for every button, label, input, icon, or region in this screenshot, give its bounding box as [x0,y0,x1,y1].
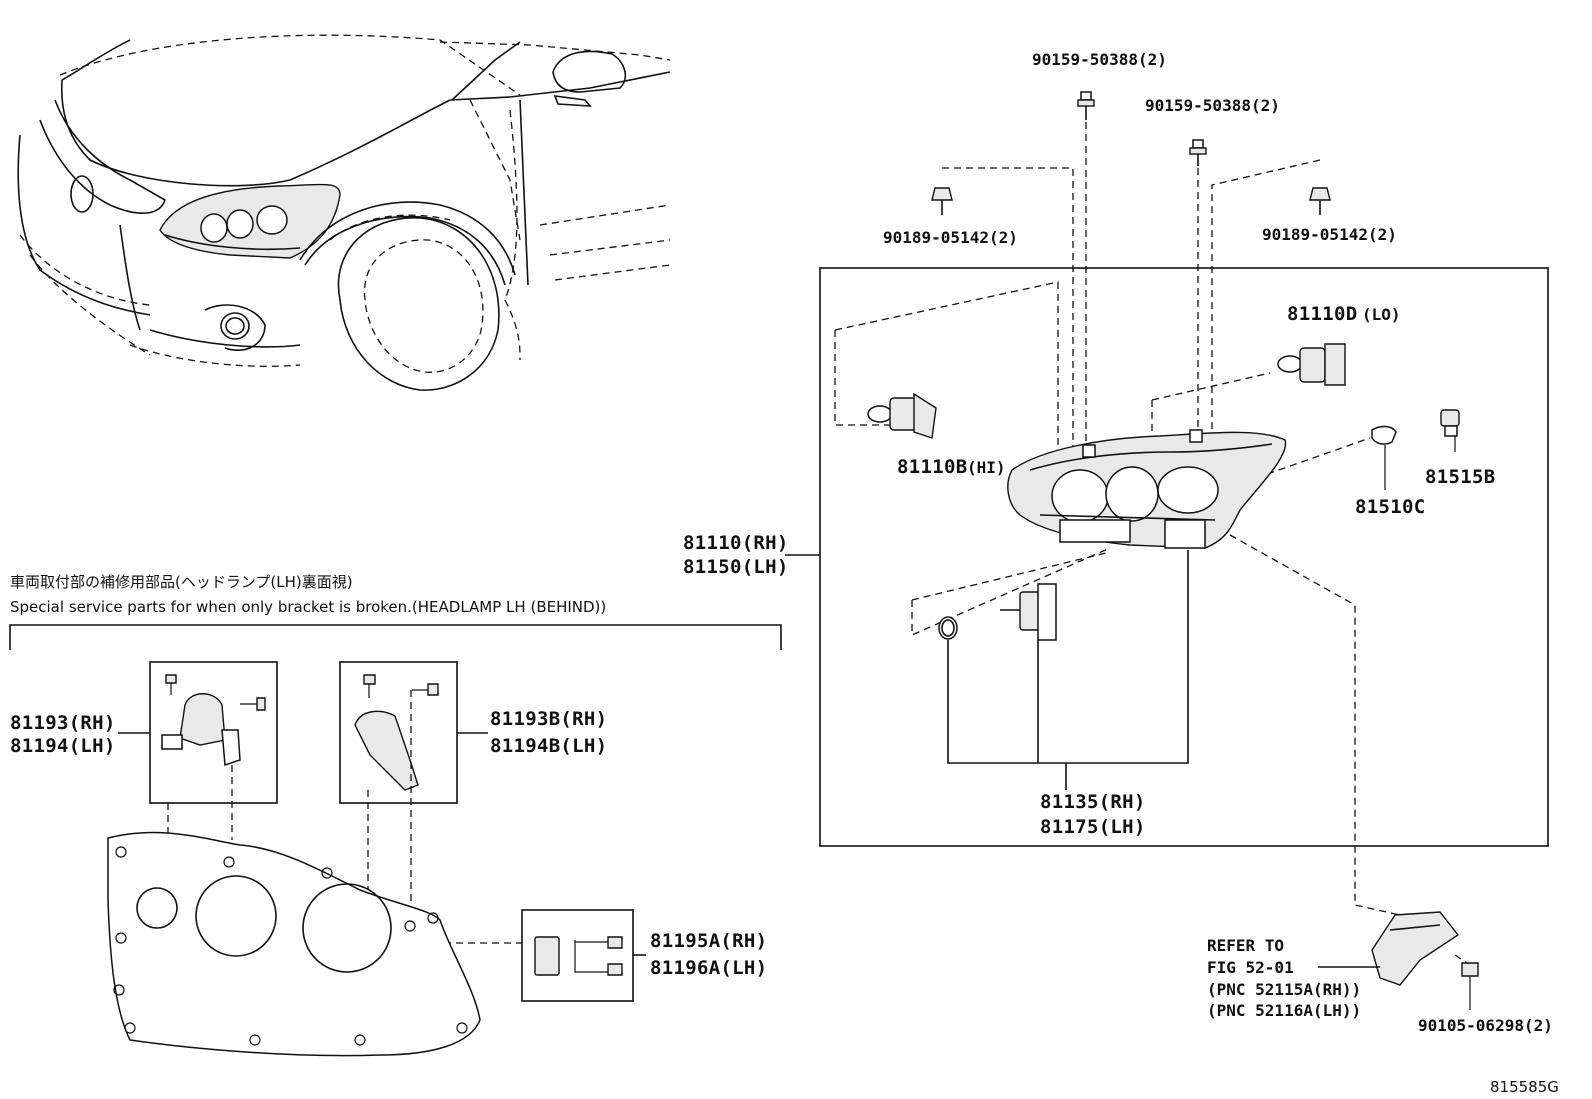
label-bolt-top-2: 90159-50388(2) [1145,96,1280,115]
label-refer-line2: FIG 52-01 [1207,958,1294,977]
socket-81510c-icon [1371,425,1397,490]
label-headlamp-lh: 81150(LH) [683,556,789,578]
headlamp-bracket-icon [1371,911,1460,986]
label-bracket-c-rh: 81195A(RH) [650,930,767,952]
label-bulb-lo-tag: (LO) [1362,305,1401,324]
label-bracket-c-lh: 81196A(LH) [650,957,767,979]
bolt-icon-top-1 [1077,91,1095,120]
headlamp-back-housing-icon [107,831,481,1057]
label-bolt-top-1: 90159-50388(2) [1032,50,1167,69]
label-socket-c: 81510C [1355,496,1425,518]
label-bulb-lo: 81110D [1287,303,1357,325]
label-clip-right: 90189-05142(2) [1262,225,1397,244]
clip-icon-left [931,187,953,215]
label-refer-line4: (PNC 52116A(LH)) [1207,1001,1361,1020]
bracket-c-icon [534,936,623,976]
actuator-ring-icon [938,616,958,640]
label-socket-b: 81515B [1425,466,1495,488]
headlamp-assembly-section: 90159-50388(2) 90159-50388(2) 90189-0514… [683,50,1553,1035]
service-note-japanese: 車両取付部の補修用部品(ヘッドランプ(LH)裏面視) [10,573,353,591]
label-refer-line3: (PNC 52115A(RH)) [1207,980,1361,999]
bulb-lo-icon [1277,343,1346,386]
headlamp-body-icon [1007,429,1287,549]
label-bracket-b-lh: 81194B(LH) [490,735,607,757]
label-bracket-a-rh: 81193(RH) [10,712,116,734]
label-bracket-a-lh: 81194(LH) [10,735,116,757]
label-clip-left: 90189-05142(2) [883,228,1018,247]
diagram-code: 815585G [1490,1078,1559,1096]
label-bulb-hi: 81110B [897,456,967,478]
screw-icon-bracket [1461,962,1479,1010]
socket-81515b-icon [1440,409,1460,452]
headlamp-assembly-frame [819,267,1549,847]
bracket-b-icon [354,674,439,791]
bracket-a-icon [161,674,266,767]
label-actuator-lh: 81175(LH) [1040,816,1146,838]
car-front-illustration [17,34,671,391]
label-actuator-rh: 81135(RH) [1040,791,1146,813]
label-refer-line1: REFER TO [1207,936,1284,955]
label-screw-bracket: 90105-06298(2) [1418,1016,1553,1035]
label-bulb-hi-tag: (HI) [967,458,1006,477]
service-bracket-line [9,624,782,650]
label-bracket-b-rh: 81193B(RH) [490,708,607,730]
actuator-motor-icon [1000,583,1057,641]
label-headlamp-rh: 81110(RH) [683,532,789,554]
bulb-hi-icon [867,392,937,439]
clip-icon-right [1309,187,1331,215]
bolt-icon-top-2 [1189,139,1207,166]
service-note-english: Special service parts for when only brac… [10,598,606,616]
service-parts-section: 車両取付部の補修用部品(ヘッドランプ(LH)裏面視) Special servi… [9,573,782,1057]
